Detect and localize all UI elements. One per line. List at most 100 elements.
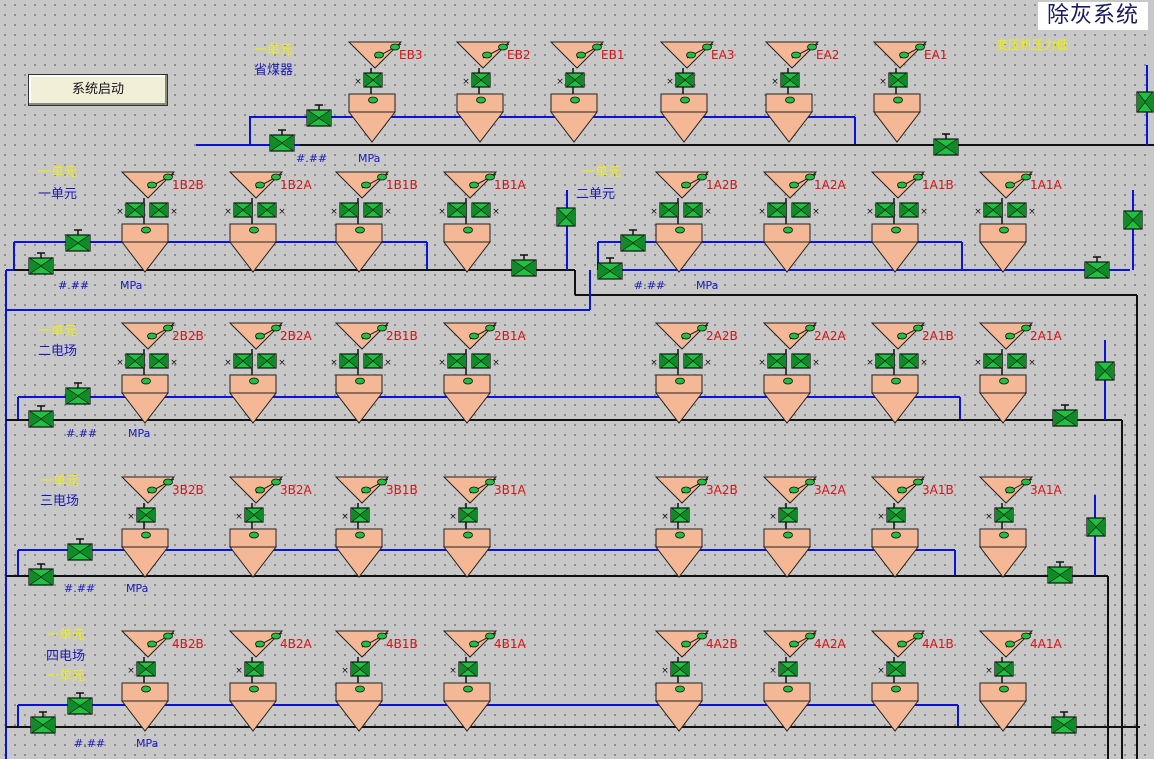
hopper-4a1b[interactable]: 4A1B× [870, 630, 954, 732]
inlet-valve[interactable] [983, 202, 1003, 218]
hopper-2b2a[interactable]: 2B2A×× [224, 322, 313, 424]
inlet-valve[interactable] [659, 202, 679, 218]
inlet-valve[interactable] [125, 353, 145, 369]
hopper-eb1[interactable]: EB1× [549, 41, 624, 143]
inlet-valve[interactable] [791, 202, 811, 218]
inlet-valve[interactable] [447, 353, 467, 369]
hopper-2a1a[interactable]: 2A1A×× [974, 322, 1062, 424]
hopper-2b1a[interactable]: 2B1A×× [438, 322, 527, 424]
header-valve[interactable] [1052, 404, 1078, 427]
header-valve[interactable] [1136, 91, 1154, 113]
hopper-2a2a[interactable]: 2A2A×× [758, 322, 846, 424]
inlet-valve[interactable] [1007, 202, 1027, 218]
header-valve[interactable] [28, 563, 54, 586]
hopper-eb2[interactable]: EB2× [455, 41, 530, 143]
header-valve[interactable] [556, 207, 576, 227]
header-valve[interactable] [1095, 361, 1115, 381]
inlet-valve[interactable] [780, 72, 800, 88]
inlet-valve[interactable] [244, 507, 264, 523]
hopper-1a1a[interactable]: 1A1A×× [974, 171, 1062, 273]
hopper-3b1a[interactable]: 3B1A× [442, 476, 527, 578]
hopper-3a1b[interactable]: 3A1B× [870, 476, 954, 578]
header-valve[interactable] [511, 254, 537, 277]
inlet-valve[interactable] [447, 202, 467, 218]
header-valve[interactable] [620, 229, 646, 252]
inlet-valve[interactable] [257, 202, 277, 218]
header-valve[interactable] [28, 252, 54, 275]
hopper-ea2[interactable]: EA2× [764, 41, 839, 143]
inlet-valve[interactable] [233, 353, 253, 369]
header-valve[interactable] [65, 229, 91, 252]
inlet-valve[interactable] [350, 507, 370, 523]
inlet-valve[interactable] [471, 72, 491, 88]
hopper-2b1b[interactable]: 2B1B×× [330, 322, 418, 424]
hopper-3b2b[interactable]: 3B2B× [120, 476, 204, 578]
hopper-1a1b[interactable]: 1A1B×× [866, 171, 954, 273]
inlet-valve[interactable] [471, 202, 491, 218]
hopper-1a2b[interactable]: 1A2B×× [650, 171, 738, 273]
hopper-4a1a[interactable]: 4A1A× [978, 630, 1062, 732]
header-valve[interactable] [28, 405, 54, 428]
header-valve[interactable] [30, 711, 56, 734]
hopper-ea3[interactable]: EA3× [659, 41, 734, 143]
inlet-valve[interactable] [339, 353, 359, 369]
inlet-valve[interactable] [363, 72, 383, 88]
hopper-1b1a[interactable]: 1B1A×× [438, 171, 527, 273]
hopper-1b2b[interactable]: 1B2B×× [116, 171, 204, 273]
inlet-valve[interactable] [767, 202, 787, 218]
inlet-valve[interactable] [683, 353, 703, 369]
inlet-valve[interactable] [363, 353, 383, 369]
system-start-button[interactable]: 系统启动 [28, 74, 168, 106]
inlet-valve[interactable] [670, 507, 690, 523]
header-valve[interactable] [1051, 711, 1077, 734]
hopper-1b1b[interactable]: 1B1B×× [330, 171, 418, 273]
inlet-valve[interactable] [458, 661, 478, 677]
inlet-valve[interactable] [875, 202, 895, 218]
inlet-valve[interactable] [886, 507, 906, 523]
inlet-valve[interactable] [899, 202, 919, 218]
header-valve[interactable] [65, 382, 91, 405]
hopper-4b2a[interactable]: 4B2A× [228, 630, 313, 732]
inlet-valve[interactable] [875, 353, 895, 369]
header-valve[interactable] [306, 104, 332, 127]
hopper-4a2b[interactable]: 4A2B× [654, 630, 738, 732]
inlet-valve[interactable] [994, 661, 1014, 677]
inlet-valve[interactable] [791, 353, 811, 369]
inlet-valve[interactable] [565, 72, 585, 88]
inlet-valve[interactable] [886, 661, 906, 677]
hopper-2a1b[interactable]: 2A1B×× [866, 322, 954, 424]
hopper-1b2a[interactable]: 1B2A×× [224, 171, 313, 273]
inlet-valve[interactable] [994, 507, 1014, 523]
header-valve[interactable] [67, 538, 93, 561]
hopper-4b1a[interactable]: 4B1A× [442, 630, 527, 732]
header-valve[interactable] [1086, 517, 1106, 537]
inlet-valve[interactable] [1007, 353, 1027, 369]
hopper-3b2a[interactable]: 3B2A× [228, 476, 313, 578]
hopper-3a2a[interactable]: 3A2A× [762, 476, 846, 578]
header-valve[interactable] [1047, 561, 1073, 584]
hopper-1a2a[interactable]: 1A2A×× [758, 171, 846, 273]
hopper-2b2b[interactable]: 2B2B×× [116, 322, 204, 424]
inlet-valve[interactable] [778, 661, 798, 677]
inlet-valve[interactable] [350, 661, 370, 677]
inlet-valve[interactable] [136, 661, 156, 677]
inlet-valve[interactable] [125, 202, 145, 218]
inlet-valve[interactable] [899, 353, 919, 369]
inlet-valve[interactable] [683, 202, 703, 218]
inlet-valve[interactable] [670, 661, 690, 677]
inlet-valve[interactable] [888, 72, 908, 88]
hopper-4b1b[interactable]: 4B1B× [334, 630, 418, 732]
inlet-valve[interactable] [149, 202, 169, 218]
hopper-ea1[interactable]: EA1× [872, 41, 947, 143]
hopper-4b2b[interactable]: 4B2B× [120, 630, 204, 732]
header-valve[interactable] [1084, 256, 1110, 279]
inlet-valve[interactable] [363, 202, 383, 218]
hopper-4a2a[interactable]: 4A2A× [762, 630, 846, 732]
inlet-valve[interactable] [659, 353, 679, 369]
hopper-3a1a[interactable]: 3A1A× [978, 476, 1062, 578]
hopper-3b1b[interactable]: 3B1B× [334, 476, 418, 578]
hopper-3a2b[interactable]: 3A2B× [654, 476, 738, 578]
inlet-valve[interactable] [257, 353, 277, 369]
header-valve[interactable] [67, 692, 93, 715]
header-valve[interactable] [1123, 210, 1143, 230]
